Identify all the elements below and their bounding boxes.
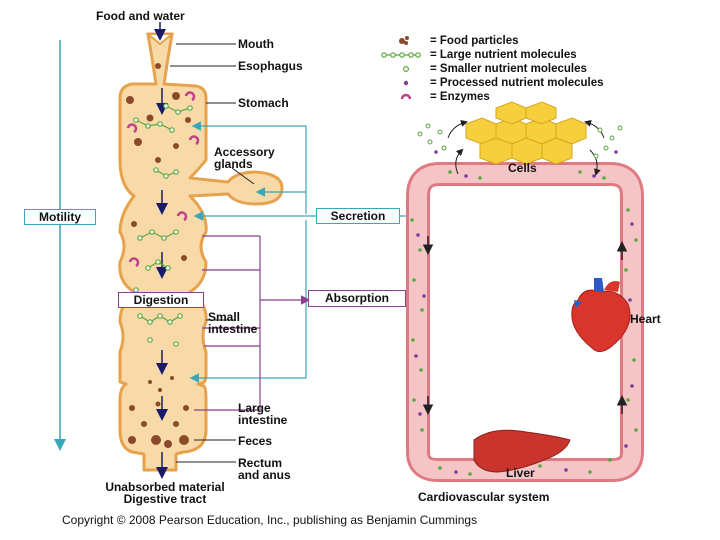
food-particle-icon xyxy=(399,36,409,45)
large-nutrient-icon xyxy=(381,52,421,58)
cells-cluster xyxy=(465,101,587,165)
rectum-anus-label: Rectum and anus xyxy=(238,457,291,481)
legend-item-large: = Large nutrient molecules xyxy=(430,49,577,61)
tract-nutrient-chains xyxy=(133,103,193,347)
large-intestine-line1: Large xyxy=(238,401,271,415)
unabsorbed-line2: Digestive tract xyxy=(123,492,207,506)
cardiovascular-system-label: Cardiovascular system xyxy=(418,490,550,504)
liver-label: Liver xyxy=(506,466,535,480)
heart-label: Heart xyxy=(630,312,661,326)
absorption-box: Absorption xyxy=(308,290,406,307)
small-intestine-line1: Small xyxy=(208,310,241,324)
feces-label: Feces xyxy=(238,434,273,448)
rectum-anus-line2: and anus xyxy=(238,468,291,482)
motility-box: Motility xyxy=(24,209,96,225)
copyright-text: Copyright © 2008 Pearson Education, Inc.… xyxy=(62,513,478,527)
heart-organ xyxy=(571,278,631,352)
cells-arrows xyxy=(447,120,605,176)
esophagus-label: Esophagus xyxy=(238,59,303,73)
accessory-glands-label: Accessory glands xyxy=(214,146,275,170)
digestion-lines xyxy=(194,235,311,411)
secretion-box: Secretion xyxy=(316,208,400,224)
tract-food-particles xyxy=(126,63,191,448)
legend-item-small: = Smaller nutrient molecules xyxy=(430,63,587,75)
secretion-lines xyxy=(189,121,316,383)
stomach-label: Stomach xyxy=(238,96,289,110)
cells-label: Cells xyxy=(508,161,537,175)
legend-item-food: = Food particles xyxy=(430,35,519,47)
accessory-glands-line2: glands xyxy=(214,157,253,171)
small-intestine-label: Small intestine xyxy=(208,311,257,335)
food-water-label: Food and water xyxy=(96,9,185,23)
legend-item-enzymes: = Enzymes xyxy=(430,91,490,103)
cells-nutrients xyxy=(417,123,623,159)
cardiovascular-loop xyxy=(406,162,644,482)
mouth-label: Mouth xyxy=(238,37,274,51)
large-intestine-line2: intestine xyxy=(238,413,288,427)
liver-organ xyxy=(473,429,571,473)
large-intestine-label: Large intestine xyxy=(238,402,287,426)
processed-nutrient-icon xyxy=(403,80,409,86)
legend-icons xyxy=(381,36,421,100)
vessel-flow-arrows xyxy=(422,236,628,415)
vessel-molecules xyxy=(410,170,638,476)
enzyme-icon xyxy=(400,93,412,100)
accessory-glands-line1: Accessory xyxy=(214,145,275,159)
small-intestine-line2: intestine xyxy=(208,322,258,336)
accessory-leader xyxy=(231,167,255,185)
digestion-box: Digestion xyxy=(118,292,204,308)
unabsorbed-line1: Unabsorbed material xyxy=(105,480,225,494)
unabsorbed-label: Unabsorbed material Digestive tract xyxy=(76,481,254,505)
legend-item-processed: = Processed nutrient molecules xyxy=(430,77,604,89)
rectum-anus-line1: Rectum xyxy=(238,456,283,470)
small-nutrient-icon xyxy=(403,65,410,72)
